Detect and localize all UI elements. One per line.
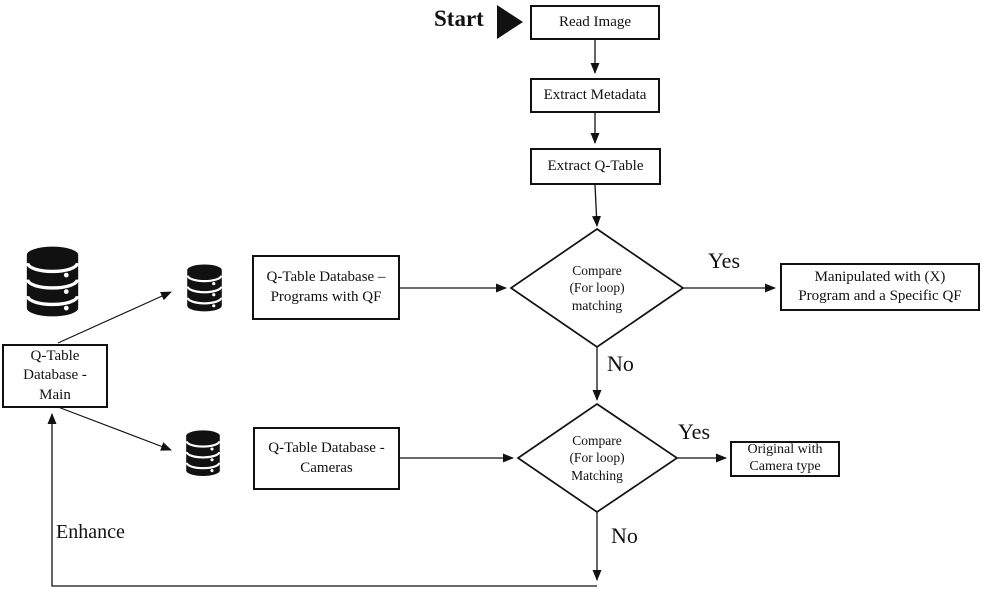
database-icon-cameras (185, 429, 221, 478)
no-label-top: No (607, 351, 634, 376)
play-triangle-icon (497, 5, 523, 39)
no-label-bottom: No (611, 523, 638, 548)
db-programs-box: Q-Table Database – Programs with QF (252, 255, 400, 320)
arrow-maindb-to-programsdb (57, 291, 172, 344)
database-icon-main (25, 245, 80, 319)
yes-label-top: Yes (708, 248, 741, 273)
yes-label-bottom: Yes (678, 419, 711, 444)
decision1-diamond (509, 227, 685, 349)
start-label: Start (434, 6, 484, 31)
decision2-label: Compare (For loop) Matching (569, 433, 625, 483)
arrow-maindb-to-camerasdb (57, 406, 172, 451)
decision1-label: Compare (For loop) matching (569, 263, 625, 313)
database-icon-programs (186, 263, 223, 313)
process-extract-metadata: Extract Metadata (530, 78, 660, 113)
enhance-label: Enhance (56, 521, 125, 543)
result-manipulated-box: Manipulated with (X) Program and a Speci… (780, 263, 980, 311)
result-original-box: Original with Camera type (730, 441, 840, 477)
db-main-box: Q-Table Database - Main (2, 344, 108, 408)
enhance-return-path (47, 413, 597, 587)
process-read-image: Read Image (530, 5, 660, 40)
decision2-diamond (516, 402, 679, 514)
arrow-qtable-to-decision1 (592, 184, 602, 227)
db-cameras-box: Q-Table Database - Cameras (253, 427, 400, 490)
process-extract-qtable: Extract Q-Table (530, 148, 661, 185)
